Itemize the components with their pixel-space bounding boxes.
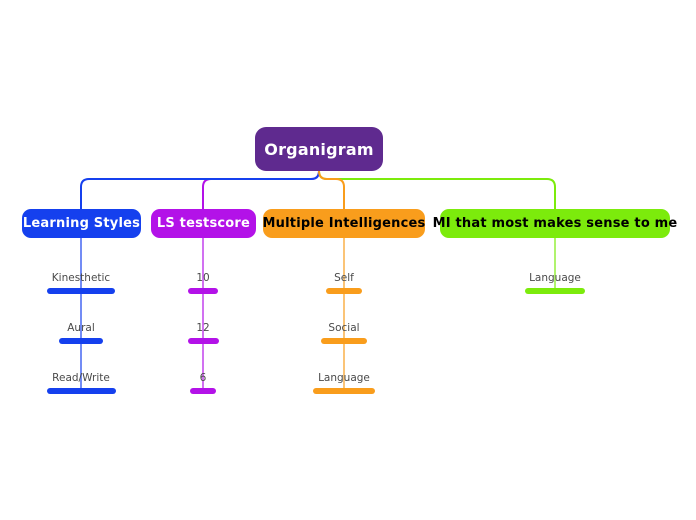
leaf-label: Kinesthetic <box>51 272 111 284</box>
root-node-organigram[interactable]: Organigram <box>255 127 383 171</box>
leaf-read-write: Read/Write <box>21 372 141 394</box>
leaf-bar <box>321 338 367 344</box>
leaf-label: 10 <box>196 272 210 284</box>
leaf-score-10: 10 <box>143 272 263 294</box>
leaf-score-6: 6 <box>143 372 263 394</box>
leaf-bar <box>187 338 219 344</box>
leaf-score-12: 12 <box>143 322 263 344</box>
leaf-social: Social <box>284 322 404 344</box>
leaf-language-preferred: Language <box>495 272 615 294</box>
leaf-bar <box>188 288 218 294</box>
leaf-kinesthetic: Kinesthetic <box>21 272 141 294</box>
branch-node-label: MI that most makes sense to me <box>432 216 678 231</box>
leaf-bar <box>46 388 116 394</box>
branch-node-multiple-intelligences[interactable]: Multiple Intelligences <box>263 209 425 238</box>
leaf-bar <box>313 388 375 394</box>
leaf-label: 12 <box>196 322 210 334</box>
leaf-label: Social <box>328 322 360 334</box>
branch-node-learning-styles[interactable]: Learning Styles <box>22 209 141 238</box>
branch-node-label: LS testscore <box>156 216 251 231</box>
branch-node-label: Learning Styles <box>22 216 141 231</box>
leaf-bar <box>47 288 115 294</box>
leaf-label: Language <box>318 372 370 384</box>
branch-node-mi-makes-sense[interactable]: MI that most makes sense to me <box>433 209 677 238</box>
leaf-label: Aural <box>67 322 95 334</box>
leaf-self: Self <box>284 272 404 294</box>
leaf-label: 6 <box>199 372 207 384</box>
root-node-label: Organigram <box>264 139 374 159</box>
leaf-aural: Aural <box>21 322 141 344</box>
leaf-label: Read/Write <box>52 372 110 384</box>
branch-node-ls-testscore[interactable]: LS testscore <box>151 209 256 238</box>
branch-node-label: Multiple Intelligences <box>262 216 426 231</box>
leaf-label: Self <box>334 272 354 284</box>
leaf-bar <box>326 288 362 294</box>
leaf-bar <box>59 338 103 344</box>
leaf-language-mi: Language <box>284 372 404 394</box>
leaf-bar <box>190 388 216 394</box>
leaf-label: Language <box>529 272 581 284</box>
leaf-bar <box>525 288 585 294</box>
